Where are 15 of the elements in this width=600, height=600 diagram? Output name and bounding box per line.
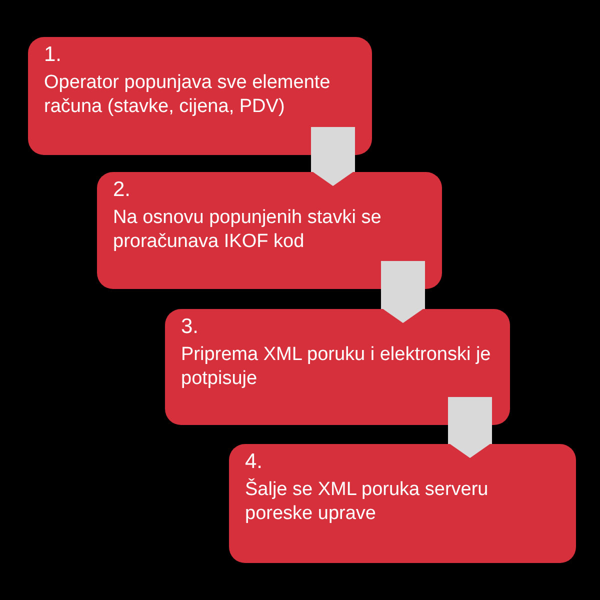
step-box bbox=[97, 172, 442, 289]
block-arrow bbox=[381, 261, 425, 323]
step-text: Šalje se XML poruka serveru poreske uprave bbox=[245, 478, 490, 526]
step-box bbox=[229, 444, 576, 563]
step-box bbox=[165, 309, 510, 425]
step-number: 4. bbox=[245, 450, 264, 474]
step-number: 3. bbox=[181, 315, 200, 339]
step-number: 2. bbox=[113, 178, 132, 202]
step-text: Na osnovu popunjenih stavki se proračunava IKOF kod bbox=[113, 206, 382, 254]
step-box bbox=[28, 37, 372, 155]
step-number: 1. bbox=[44, 43, 63, 67]
step-text: Priprema XML poruku i elektronski je potpisuje bbox=[181, 343, 492, 391]
step-text: Operator popunjava sve elemente računa (stavke, cijena, PDV) bbox=[44, 71, 332, 119]
block-arrow bbox=[311, 127, 355, 186]
block-arrow bbox=[448, 397, 492, 458]
